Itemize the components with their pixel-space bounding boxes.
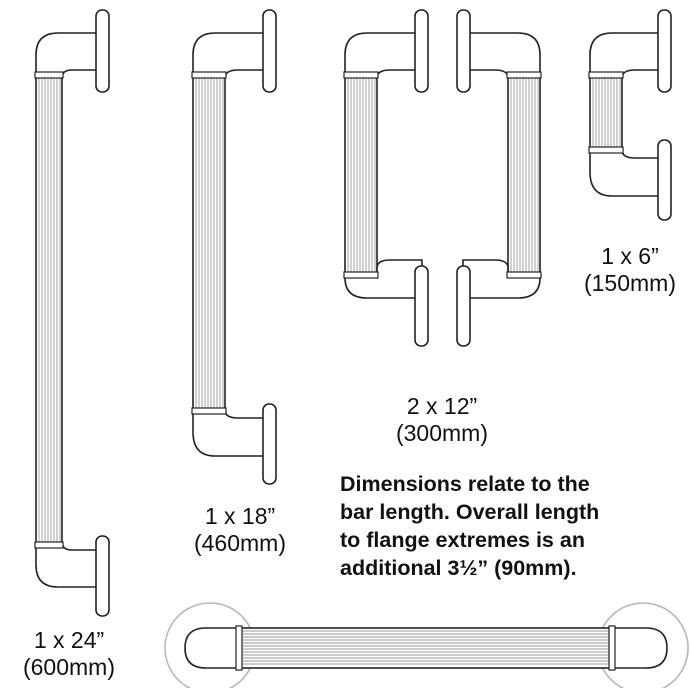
dimensions-note: Dimensions relate to the bar length. Ove… [340, 470, 599, 582]
grip-ribs [510, 76, 539, 274]
note-line-2: bar length. Overall length [340, 500, 600, 524]
bar-12a-bottom-elbow [344, 259, 423, 299]
top-view-left-collar [235, 625, 243, 671]
bar-12a-top-flange [414, 9, 429, 93]
note-line-3: to flange extremes is an [340, 528, 585, 552]
bar-12b-bottom-elbow [462, 259, 541, 299]
label-6in-qty: 1 x 6” [601, 243, 659, 269]
bar-24-bottom-collar [34, 541, 64, 549]
label-6in-metric: (150mm) [583, 270, 676, 296]
bar-18-top-elbow [192, 32, 271, 79]
label-18in-metric: (460mm) [193, 530, 286, 556]
grab-bar-12in-left [343, 9, 429, 347]
label-18in-qty: 1 x 18” [204, 503, 276, 529]
grip-ribs [241, 630, 611, 665]
label-24in: 1 x 24” (600mm) [0, 627, 138, 681]
grip-ribs [195, 76, 224, 410]
bar-6-bottom-flange [657, 139, 672, 221]
grab-bar-6in [588, 9, 672, 221]
grip-ribs [347, 76, 376, 274]
grab-bar-top-view [164, 602, 689, 688]
top-view-left-end [184, 627, 241, 669]
bar-12b-bottom-collar [506, 271, 542, 279]
label-24in-qty: 1 x 24” [33, 627, 105, 653]
bar-6-top-flange [657, 9, 672, 93]
bar-12b-bottom-flange [456, 265, 471, 347]
bar-6-bottom-collar [588, 146, 624, 154]
label-18in: 1 x 18” (460mm) [170, 503, 310, 557]
grab-bar-12in-right [456, 9, 542, 347]
grab-bar-24in [34, 9, 110, 617]
label-6in: 1 x 6” (150mm) [570, 243, 690, 297]
bar-12b-top-flange [456, 9, 471, 93]
label-12in-metric: (300mm) [395, 420, 488, 446]
bar-24-grip [35, 74, 63, 546]
note-line-4: additional 3½” (90mm). [340, 556, 577, 580]
bar-6-top-collar [588, 71, 624, 79]
bar-18-top-collar [191, 71, 227, 79]
bar-18-top-flange [262, 9, 277, 93]
grip-ribs [38, 76, 61, 544]
bar-12a-top-collar [343, 71, 379, 79]
grab-bar-18in [191, 9, 277, 485]
label-24in-metric: (600mm) [22, 654, 115, 680]
bar-24-top-collar [34, 71, 64, 79]
bar-12a-bottom-flange [414, 265, 429, 347]
bar-6-top-elbow [589, 32, 666, 79]
bar-12b-top-elbow [462, 32, 541, 79]
bar-18-bottom-elbow [192, 409, 271, 457]
note-line-1: Dimensions relate to the [340, 472, 590, 496]
bar-6-bottom-elbow [589, 149, 666, 197]
bar-24-bottom-flange [95, 535, 110, 617]
bar-12b-top-collar [506, 71, 542, 79]
top-view-right-end [611, 627, 668, 669]
label-12in-qty: 2 x 12” [406, 393, 478, 419]
bar-24-top-flange [95, 9, 110, 93]
bar-18-bottom-flange [262, 403, 277, 485]
bar-18-bottom-collar [191, 407, 227, 415]
bar-12a-bottom-collar [343, 271, 379, 279]
label-12in: 2 x 12” (300mm) [372, 393, 512, 447]
bar-12a-top-elbow [344, 32, 423, 79]
grip-ribs [592, 76, 621, 149]
top-view-right-collar [608, 625, 616, 671]
